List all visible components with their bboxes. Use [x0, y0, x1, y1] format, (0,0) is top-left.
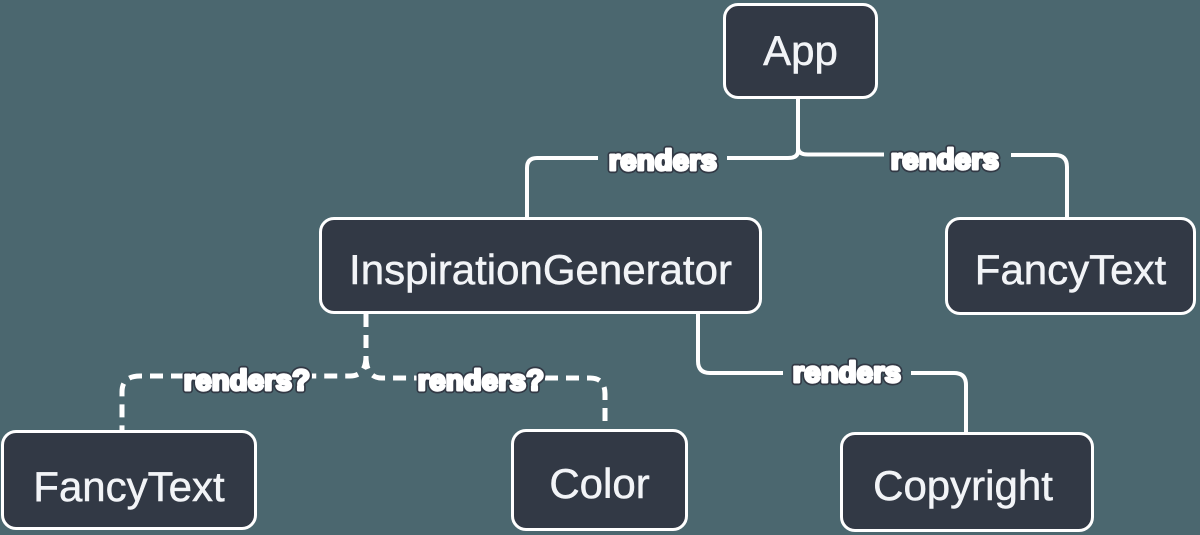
svg-text:renders?: renders?: [184, 365, 311, 397]
svg-text:renders: renders: [793, 357, 902, 389]
svg-text:renders: renders: [793, 357, 902, 389]
svg-text:renders?: renders?: [418, 365, 545, 397]
svg-text:renders: renders: [609, 145, 718, 177]
svg-text:renders: renders: [609, 145, 718, 177]
svg-text:renders?: renders?: [418, 365, 545, 397]
svg-text:renders: renders: [891, 144, 1000, 176]
svg-text:renders?: renders?: [184, 365, 311, 397]
svg-text:renders: renders: [891, 144, 1000, 176]
